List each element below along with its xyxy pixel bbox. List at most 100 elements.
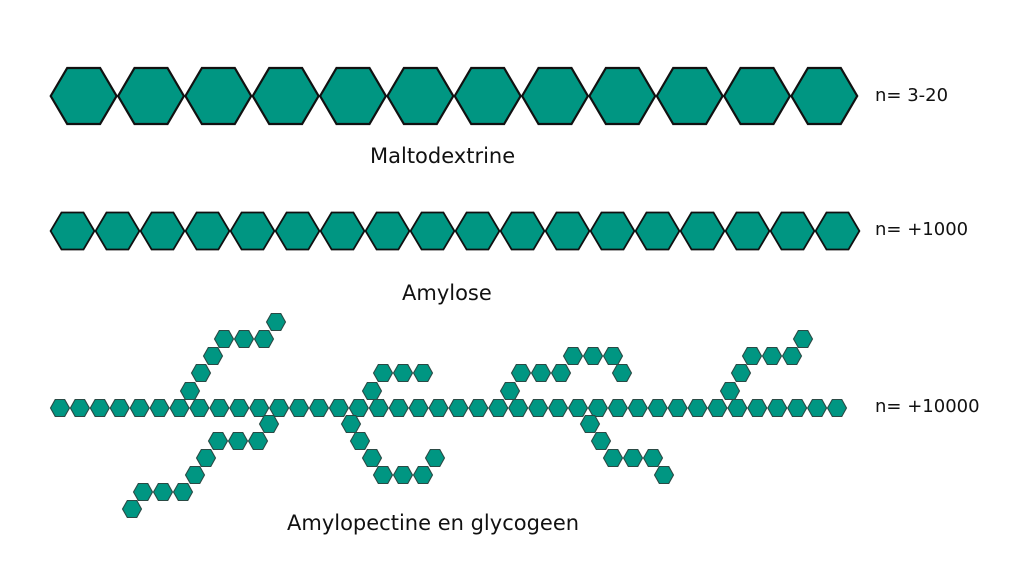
glucose-hexagon-icon <box>308 398 330 418</box>
glucose-hexagon-icon <box>544 211 591 251</box>
glucose-hexagon-icon <box>579 414 601 434</box>
glucose-hexagon-icon <box>769 211 816 251</box>
glucose-hexagon-icon <box>647 398 668 418</box>
glucose-hexagon-icon <box>409 211 456 251</box>
glucose-hexagon-icon <box>169 398 190 418</box>
branch <box>719 329 814 401</box>
glucose-hexagon-icon <box>792 329 814 349</box>
glucose-hexagon-icon <box>247 431 269 451</box>
amylose-count-label: n= +1000 <box>875 219 969 240</box>
glucose-hexagon-icon <box>607 398 629 418</box>
glucose-hexagon-icon <box>727 398 748 418</box>
glucose-hexagon-icon <box>189 398 210 418</box>
glucose-hexagon-icon <box>49 398 71 418</box>
glucose-hexagon-icon <box>687 398 708 418</box>
glucose-hexagon-icon <box>653 465 675 485</box>
glucose-hexagon-icon <box>627 398 648 418</box>
glucose-hexagon-icon <box>233 329 255 349</box>
glucose-hexagon-icon <box>547 398 569 418</box>
glucose-hexagon-icon <box>587 398 609 418</box>
glucose-hexagon-icon <box>139 211 186 251</box>
branch <box>579 414 675 485</box>
glucose-hexagon-icon <box>318 66 388 126</box>
glucose-hexagon-icon <box>172 482 194 502</box>
amylopectine-name-label: Amylopectine en glycogeen <box>287 511 580 535</box>
amylopectine-count-label: n= +10000 <box>875 396 980 417</box>
glucose-hexagon-icon <box>129 398 150 418</box>
glucose-hexagon-icon <box>412 465 434 485</box>
glucose-hexagon-icon <box>642 448 664 468</box>
glucose-hexagon-icon <box>392 363 414 383</box>
glucose-hexagon-icon <box>499 211 546 251</box>
glucose-hexagon-icon <box>368 398 389 418</box>
glucose-hexagon-icon <box>622 448 644 468</box>
glucose-hexagon-icon <box>392 465 414 485</box>
glucose-hexagon-icon <box>268 398 290 418</box>
glucose-hexagon-icon <box>49 66 118 126</box>
glucose-hexagon-icon <box>424 448 446 468</box>
glucose-hexagon-icon <box>349 431 371 451</box>
glucose-hexagon-icon <box>340 414 362 434</box>
glucose-hexagon-icon <box>109 398 130 418</box>
glucose-hexagon-icon <box>602 448 624 468</box>
glucose-hexagon-icon <box>790 66 859 126</box>
glucose-hexagon-icon <box>388 398 409 418</box>
glucose-hexagon-icon <box>258 414 280 434</box>
glucose-hexagon-icon <box>274 211 321 251</box>
glucose-hexagon-icon <box>781 346 803 366</box>
amylose-chain <box>49 211 861 251</box>
maltodextrine-name-label: Maltodextrine <box>370 144 516 168</box>
glucose-hexagon-icon <box>508 398 529 418</box>
branch <box>121 414 280 519</box>
glucose-hexagon-icon <box>707 398 728 418</box>
glucose-hexagon-icon <box>184 465 206 485</box>
glucose-hexagon-icon <box>202 346 224 366</box>
branch <box>340 414 446 485</box>
glucose-hexagon-icon <box>590 431 612 451</box>
glucose-hexagon-icon <box>207 431 229 451</box>
glucose-hexagon-icon <box>634 211 681 251</box>
glucose-hexagon-icon <box>265 312 287 332</box>
glucose-hexagon-icon <box>209 398 230 418</box>
glucose-hexagon-icon <box>89 398 110 418</box>
glucose-hexagon-icon <box>319 211 366 251</box>
glucose-hexagon-icon <box>722 66 792 126</box>
glucose-hexagon-icon <box>121 499 143 519</box>
glucose-hexagon-icon <box>251 66 320 126</box>
glucose-hexagon-icon <box>724 211 771 251</box>
glucose-hexagon-icon <box>348 398 369 418</box>
glucose-hexagon-icon <box>372 465 394 485</box>
glucose-hexagon-icon <box>611 363 633 383</box>
maltodextrine-count-label: n= 3-20 <box>875 85 949 106</box>
branch <box>179 312 287 401</box>
glucose-hexagon-icon <box>567 398 589 418</box>
glucose-hexagon-icon <box>510 363 532 383</box>
glucose-hexagon-icon <box>227 431 249 451</box>
glucose-hexagon-icon <box>488 398 509 418</box>
glucose-hexagon-icon <box>149 398 170 418</box>
glucose-hexagon-icon <box>372 363 394 383</box>
glucose-hexagon-icon <box>679 211 726 251</box>
glucose-hexagon-icon <box>229 398 250 418</box>
glucose-hexagon-icon <box>428 398 449 418</box>
glucose-hexagon-icon <box>179 381 201 401</box>
glucose-hexagon-icon <box>550 363 572 383</box>
glucose-hexagon-icon <box>806 398 828 418</box>
amylose-name-label: Amylose <box>402 281 492 305</box>
glucose-hexagon-icon <box>787 398 808 418</box>
glucose-hexagon-icon <box>412 363 434 383</box>
branch <box>361 363 434 401</box>
glucose-hexagon-icon <box>184 66 253 126</box>
glucose-hexagon-icon <box>719 381 741 401</box>
glucose-hexagon-icon <box>814 211 861 251</box>
glucose-hexagon-icon <box>499 381 521 401</box>
glucose-hexagon-icon <box>229 211 276 251</box>
glucose-hexagon-icon <box>94 211 141 251</box>
glucose-hexagon-icon <box>288 398 310 418</box>
glucose-hexagon-icon <box>190 363 212 383</box>
glucose-hexagon-icon <box>184 211 231 251</box>
glucose-hexagon-icon <box>826 398 848 418</box>
glucose-hexagon-icon <box>667 398 688 418</box>
amylopectine-branches <box>121 312 814 519</box>
